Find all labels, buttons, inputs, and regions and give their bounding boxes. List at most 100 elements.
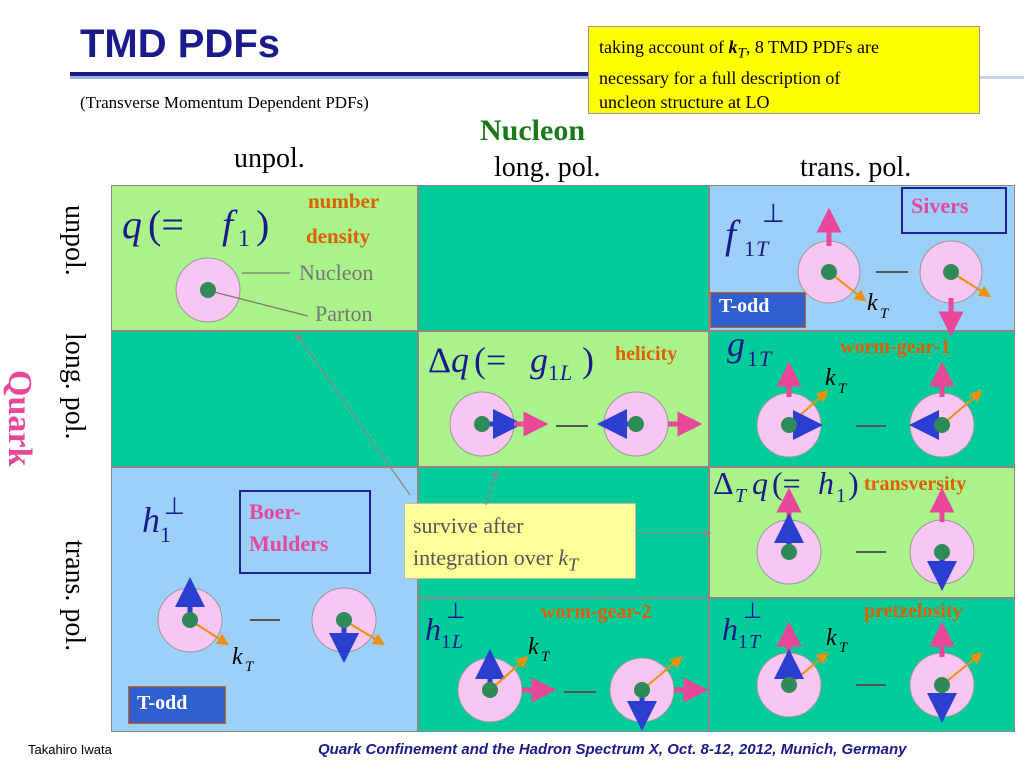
svg-text:1: 1	[238, 226, 250, 252]
svg-text:h: h	[142, 500, 160, 540]
footer-event: Quark Confinement and the Hadron Spectru…	[318, 741, 907, 758]
callout-kT: k	[558, 545, 569, 570]
boer-mulders-label: Boer- Mulders	[239, 490, 371, 574]
svg-text:T: T	[838, 381, 848, 397]
cell-f1	[111, 185, 418, 331]
cell-long-unpol-empty	[111, 331, 418, 467]
title-underline	[70, 72, 590, 79]
svg-text:(=: (=	[148, 202, 184, 247]
svg-text:k: k	[867, 290, 878, 316]
boer-mulders-todd-badge: T-odd	[128, 686, 226, 724]
svg-text:T: T	[880, 306, 890, 322]
svg-text:q: q	[122, 202, 142, 247]
formula-h1L-perp: h 1 L ⊥	[425, 598, 465, 653]
col-header-unpol: unpol.	[234, 143, 305, 174]
svg-text:k: k	[826, 625, 837, 651]
callout-line1: survive after	[413, 513, 524, 538]
note-rest: , 8 TMD PDFs are	[745, 37, 879, 57]
svg-text:g: g	[530, 340, 548, 380]
svg-text:T: T	[839, 640, 849, 656]
col-header-trans: trans. pol.	[800, 152, 912, 183]
note-prefix: taking account of	[599, 37, 729, 57]
svg-text:(=: (=	[474, 340, 506, 380]
svg-text:k: k	[528, 634, 539, 660]
svg-text:1: 1	[160, 522, 171, 547]
note-line2: necessary for a full description of	[599, 67, 841, 88]
svg-text:T: T	[759, 346, 773, 371]
svg-text:L: L	[559, 360, 572, 385]
svg-text:f: f	[725, 212, 741, 257]
note-line3: uncleon structure at LO	[599, 91, 770, 112]
formula-g1L: Δ q (= g 1 L )	[428, 340, 594, 385]
sivers-todd-badge: T-odd	[710, 292, 806, 328]
boer-mulders-diagram	[157, 577, 386, 663]
page-title: TMD PDFs	[80, 22, 280, 66]
svg-text:T: T	[245, 659, 255, 675]
svg-text:(=: (=	[772, 465, 801, 501]
label-density: density	[306, 224, 371, 248]
svg-text:Δ: Δ	[713, 465, 734, 501]
formula-f1: q (= f 1 )	[122, 202, 269, 252]
note-kT: k	[728, 37, 738, 57]
svg-text:f: f	[222, 202, 238, 247]
formula-h1-perp: h 1 ⊥	[142, 494, 185, 547]
pretzelosity-diagram	[756, 621, 983, 723]
label-number: number	[308, 189, 380, 213]
subtitle: (Transverse Momentum Dependent PDFs)	[80, 93, 369, 112]
formula-f1T-perp: f 1 T ⊥	[725, 199, 785, 261]
svg-text:k: k	[825, 365, 836, 391]
svg-text:1: 1	[836, 485, 846, 507]
svg-text:1: 1	[747, 346, 758, 371]
sivers-diagram	[797, 207, 992, 337]
svg-text:g: g	[727, 324, 745, 364]
svg-text:T: T	[756, 236, 770, 261]
formula-g1T: g 1 T	[727, 324, 773, 371]
boer-mulders-line2: Mulders	[249, 531, 329, 556]
svg-text:1: 1	[441, 631, 451, 653]
svg-text:h: h	[722, 611, 738, 647]
label-worm-gear-2: worm-gear-2	[541, 601, 652, 623]
svg-text:): )	[256, 202, 269, 247]
svg-text:⊥: ⊥	[164, 494, 185, 520]
svg-text:): )	[848, 465, 859, 501]
note-kT-sub: T	[737, 45, 746, 62]
svg-text:⊥: ⊥	[446, 598, 465, 623]
svg-text:⊥: ⊥	[762, 199, 785, 228]
svg-text:h: h	[425, 611, 441, 647]
svg-text:h: h	[818, 465, 834, 501]
svg-text:q: q	[451, 340, 469, 380]
callout-arrows	[295, 333, 712, 537]
svg-text:T: T	[749, 631, 762, 653]
label-pretzelosity: pretzelosity	[864, 600, 963, 622]
svg-text:q: q	[752, 465, 768, 501]
worm-gear-2-diagram	[457, 649, 709, 731]
svg-text:k: k	[232, 644, 243, 670]
svg-text:T: T	[541, 649, 551, 665]
svg-text:1: 1	[744, 236, 755, 261]
formula-h1: Δ T q (= h 1 )	[713, 465, 859, 507]
cell-unpol-long-empty	[418, 185, 709, 331]
formula-h1T-perp: h 1 T ⊥	[722, 598, 762, 653]
svg-text:): )	[582, 340, 594, 380]
note-box: taking account of kT, 8 TMD PDFs are nec…	[588, 26, 980, 114]
col-header-long: long. pol.	[494, 152, 601, 183]
svg-text:1: 1	[548, 360, 559, 385]
f1-nucleon-diagram	[175, 257, 309, 323]
callout-line2: integration over	[413, 545, 559, 570]
footer-author: Takahiro Iwata	[28, 742, 112, 757]
sivers-label: Sivers	[901, 187, 1007, 234]
helicity-diagram	[449, 391, 703, 457]
svg-text:L: L	[451, 631, 463, 653]
worm-gear-1-diagram	[756, 361, 983, 458]
transversity-diagram	[756, 487, 975, 591]
label-worm-gear-1: worm-gear-1	[840, 336, 951, 358]
callout-kT-sub: T	[568, 554, 579, 575]
svg-text:1: 1	[738, 631, 748, 653]
callout-box: survive after integration over kT	[404, 503, 636, 579]
label-helicity: helicity	[615, 343, 678, 365]
label-parton: Parton	[315, 301, 373, 326]
nucleon-axis-label: Nucleon	[480, 114, 585, 147]
svg-text:T: T	[735, 485, 748, 507]
